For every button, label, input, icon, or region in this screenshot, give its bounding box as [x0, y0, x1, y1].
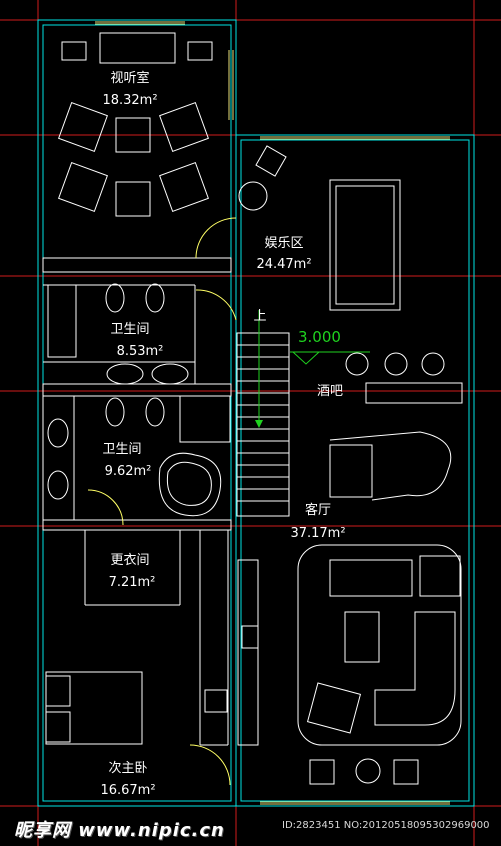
stair-arrow-head: [255, 420, 263, 428]
entertainment-name: 娱乐区: [264, 236, 303, 251]
living-area: 37.17m²: [290, 526, 345, 541]
watermark-id: ID:2823451 NO:20120518095302969000: [282, 820, 490, 831]
bath2-area: 9.62m²: [105, 464, 152, 479]
theater-area: 18.32m²: [102, 93, 157, 108]
closet-name: 更衣间: [110, 552, 149, 568]
walls: [37, 19, 475, 807]
closet-area: 7.21m²: [109, 575, 156, 590]
bedroom-area: 16.67m²: [100, 783, 155, 798]
bath2-name: 卫生间: [102, 442, 141, 457]
bath1-name: 卫生间: [110, 322, 149, 337]
elevation-value: 3.000: [298, 328, 341, 346]
windows: [95, 21, 450, 805]
bath1-area: 8.53m²: [117, 344, 164, 359]
staircase: [236, 332, 290, 517]
elevation-symbol: [290, 351, 370, 365]
bedroom-furniture: [45, 559, 259, 746]
entertainment-area: 24.47m²: [256, 257, 311, 272]
bar-name: 酒吧: [317, 384, 343, 399]
doors: [87, 217, 237, 786]
room-labels: 视听室 18.32m² 娱乐区 24.47m² 卫生间 8.53m² 卫生间 9…: [100, 70, 345, 798]
living-furniture: [297, 544, 462, 785]
partitions: [42, 257, 232, 746]
entertainment-furniture: [238, 145, 463, 501]
bedroom-name: 次主卧: [108, 760, 147, 776]
theater-name: 视听室: [110, 70, 149, 86]
watermark-site: 昵享网 www.nipic.cn: [14, 820, 225, 841]
bathroom-fixtures: [47, 283, 222, 517]
theater-furniture: [58, 32, 213, 217]
stairs-label: 上: [253, 309, 266, 324]
living-name: 客厅: [305, 502, 331, 518]
